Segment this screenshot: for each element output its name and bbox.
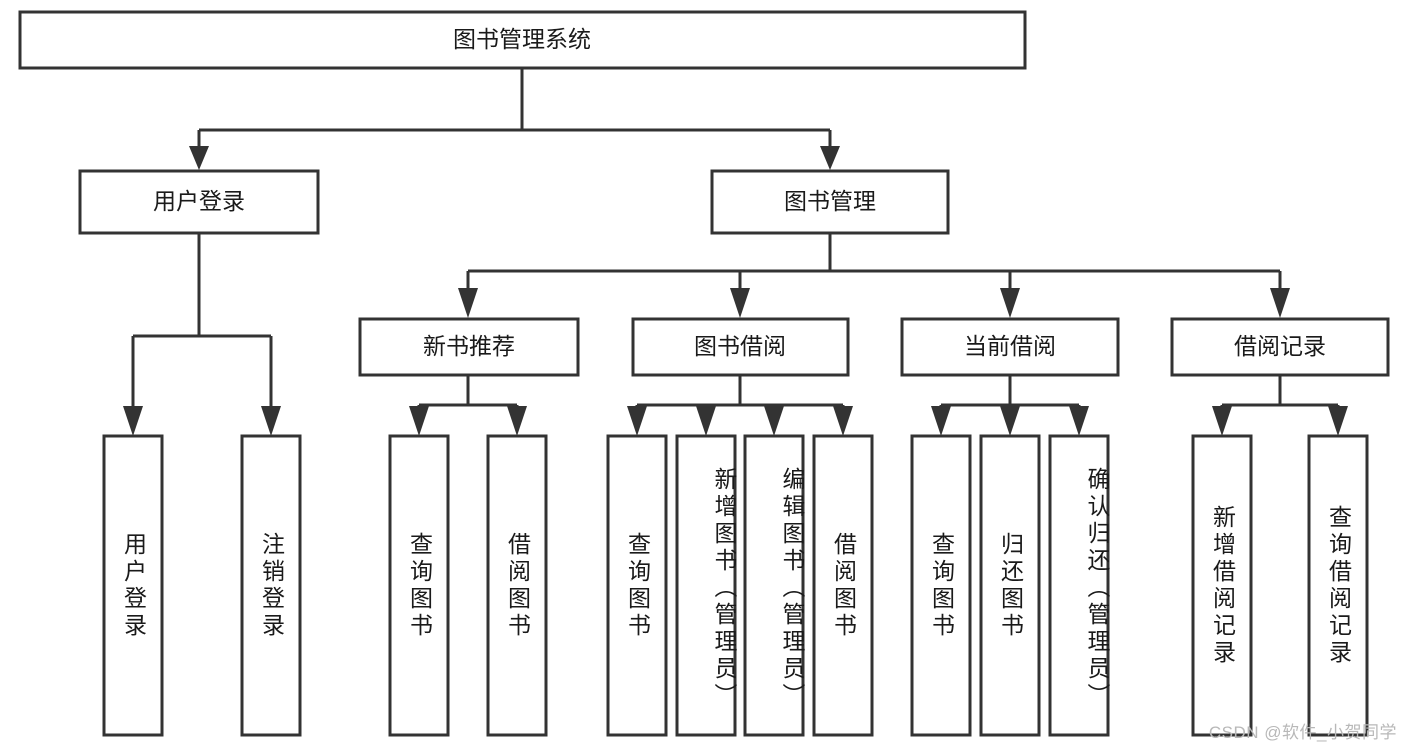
leaf-box-query-book-2[interactable]	[606, 434, 668, 737]
node-current-borrow[interactable]: 当前借阅	[900, 317, 1120, 377]
leaf-box-add-borrow-record[interactable]	[1191, 434, 1253, 737]
leaf-box-return-book[interactable]	[979, 434, 1041, 737]
node-book-management-label: 图书管理	[784, 188, 876, 214]
node-root[interactable]: 图书管理系统	[18, 10, 1027, 70]
watermark-text: CSDN @软件_小贺同学	[1208, 723, 1397, 742]
connector-group	[123, 68, 1348, 436]
arrowhead-leaf-borrow-book-1	[507, 406, 527, 436]
leaf-box-logout-login[interactable]	[240, 434, 302, 737]
node-root-box[interactable]	[18, 10, 1027, 70]
arrowhead-leaf-add-borrow-record	[1212, 406, 1232, 436]
node-current-borrow-label: 当前借阅	[964, 333, 1056, 359]
arrowhead-user-login	[189, 146, 209, 170]
node-book-management-box[interactable]	[710, 169, 950, 235]
leaf-box-query-book-1[interactable]	[388, 434, 450, 737]
leaf-box-query-book-3[interactable]	[910, 434, 972, 737]
node-user-login-label: 用户登录	[153, 188, 245, 214]
arrowhead-borrow-record	[1270, 288, 1290, 318]
node-borrow-record-label: 借阅记录	[1234, 333, 1326, 359]
arrowhead-leaf-user-login	[123, 406, 143, 436]
arrowhead-leaf-query-borrow-record	[1328, 406, 1348, 436]
arrowhead-book-management	[820, 146, 840, 170]
node-book-borrow-box[interactable]	[631, 317, 850, 377]
leaf-box-add-book-admin[interactable]	[675, 434, 737, 737]
node-borrow-record[interactable]: 借阅记录	[1170, 317, 1390, 377]
node-new-book-recommend-box[interactable]	[358, 317, 580, 377]
arrowhead-leaf-add-book-admin	[696, 406, 716, 436]
leaf-box-borrow-book-2[interactable]	[812, 434, 874, 737]
arrowhead-leaf-edit-book-admin	[764, 406, 784, 436]
node-root-label: 图书管理系统	[453, 26, 591, 52]
leaf-box-edit-book-admin[interactable]	[743, 434, 805, 737]
arrowhead-leaf-query-book-3	[931, 406, 951, 436]
node-new-book-recommend-label: 新书推荐	[423, 333, 515, 359]
arrowhead-current-borrow	[1000, 288, 1020, 318]
arrowhead-leaf-confirm-return-admin	[1069, 406, 1089, 436]
arrowhead-leaf-logout-login	[261, 406, 281, 436]
node-user-login-box[interactable]	[78, 169, 320, 235]
node-book-borrow-label: 图书借阅	[694, 333, 786, 359]
node-current-borrow-box[interactable]	[900, 317, 1120, 377]
arrowhead-leaf-return-book	[1000, 406, 1020, 436]
leaf-box-borrow-book-1[interactable]	[486, 434, 548, 737]
node-user-login[interactable]: 用户登录	[78, 169, 320, 235]
node-new-book-recommend[interactable]: 新书推荐	[358, 317, 580, 377]
arrowhead-leaf-query-book-2	[627, 406, 647, 436]
node-borrow-record-box[interactable]	[1170, 317, 1390, 377]
node-book-management[interactable]: 图书管理	[710, 169, 950, 235]
leaf-box-confirm-return-admin[interactable]	[1048, 434, 1110, 737]
arrowhead-new-book	[458, 288, 478, 318]
leaf-box-user-login[interactable]	[102, 434, 164, 737]
arrowhead-leaf-query-book-1	[409, 406, 429, 436]
arrowhead-leaf-borrow-book-2	[833, 406, 853, 436]
arrowhead-book-borrow	[730, 288, 750, 318]
node-book-borrow[interactable]: 图书借阅	[631, 317, 850, 377]
leaf-box-query-borrow-record[interactable]	[1307, 434, 1369, 737]
